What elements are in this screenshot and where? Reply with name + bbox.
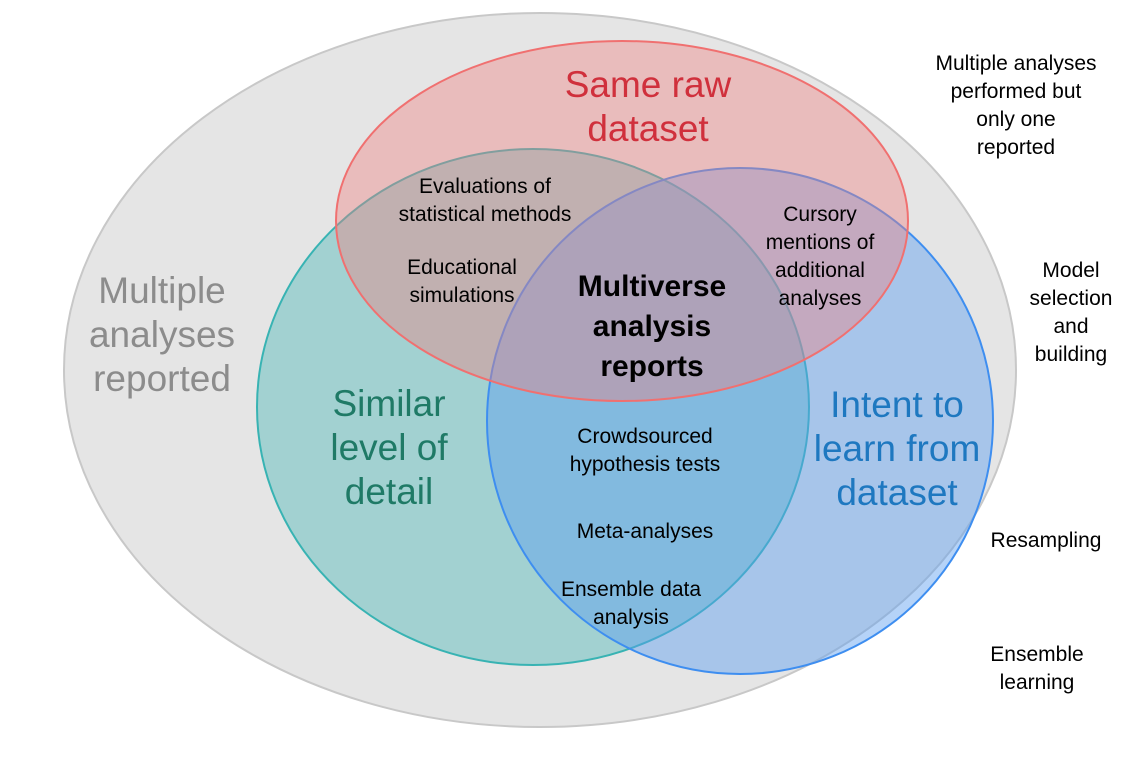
intent-to-learn-ellipse (486, 167, 994, 675)
ensemble-learning-label: Ensemble learning (990, 643, 1084, 694)
same-raw-dataset-label: Same raw dataset (564, 64, 732, 149)
cursory-mentions-item: Cursory mentions of additional analyses (765, 203, 875, 310)
multiverse-center-label: Multiverse analysis reports (577, 270, 727, 383)
evaluations-item: Evaluations of statistical methods (398, 175, 572, 226)
ensemble-data-analysis-item: Ensemble data analysis (560, 578, 702, 629)
multiple-performed-one-reported-label: Multiple analyses performed but only one… (935, 52, 1097, 159)
similar-detail-ellipse (256, 148, 810, 666)
outer-set-label: Multiple analyses reported (88, 270, 236, 399)
meta-analyses-item: Meta-analyses (576, 520, 714, 543)
similar-detail-label: Similar level of detail (330, 383, 448, 512)
educational-simulations-item: Educational simulations (407, 256, 517, 307)
crowdsourced-tests-item: Crowdsourced hypothesis tests (569, 425, 721, 476)
intent-to-learn-label: Intent to learn from dataset (813, 384, 981, 513)
model-selection-label: Model selection and building (1029, 259, 1113, 366)
resampling-label: Resampling (990, 529, 1102, 552)
same-raw-dataset-ellipse (335, 40, 909, 402)
